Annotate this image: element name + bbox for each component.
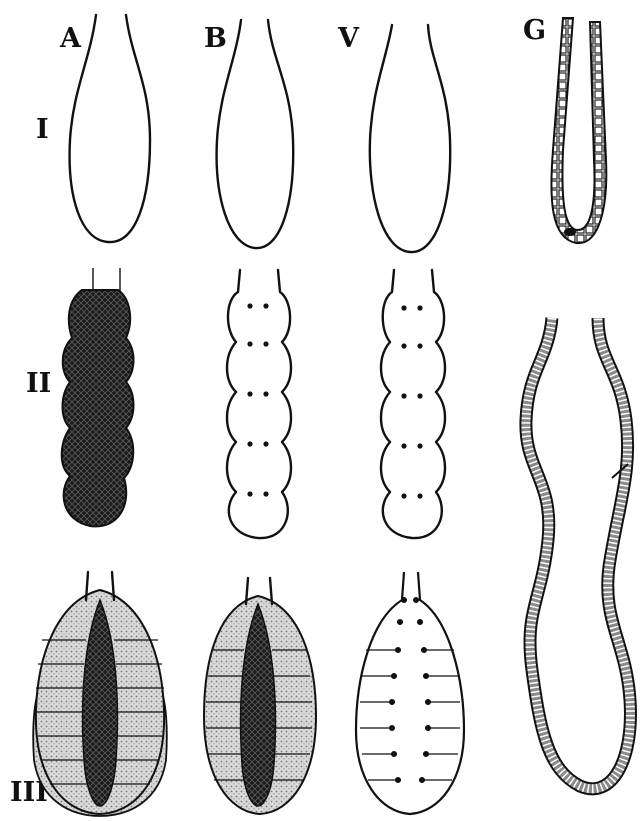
tube-a-row-iii: [33, 572, 167, 816]
tube-g-row-i-dark-cell: [564, 228, 576, 236]
tube-v-row-iii: [356, 572, 464, 814]
tube-b-row-i: [217, 20, 294, 248]
column-label-v: V: [337, 23, 360, 54]
tube-a-row-ii: [62, 268, 134, 526]
column-label-a: A: [59, 23, 82, 54]
tube-g-row-ii-iii: [526, 318, 631, 789]
row-label-i: I: [36, 114, 49, 145]
column-label-g: G: [523, 15, 546, 46]
tube-v-row-ii: [381, 270, 445, 538]
tube-a-row-i: [70, 15, 150, 242]
tube-v-row-i: [370, 25, 450, 252]
tube-b-row-iii: [204, 578, 316, 814]
tube-g-row-i-epithelium: [551, 18, 606, 243]
column-label-b: B: [204, 23, 227, 54]
row-label-ii: II: [26, 368, 51, 399]
tube-b-row-ii: [227, 270, 291, 538]
